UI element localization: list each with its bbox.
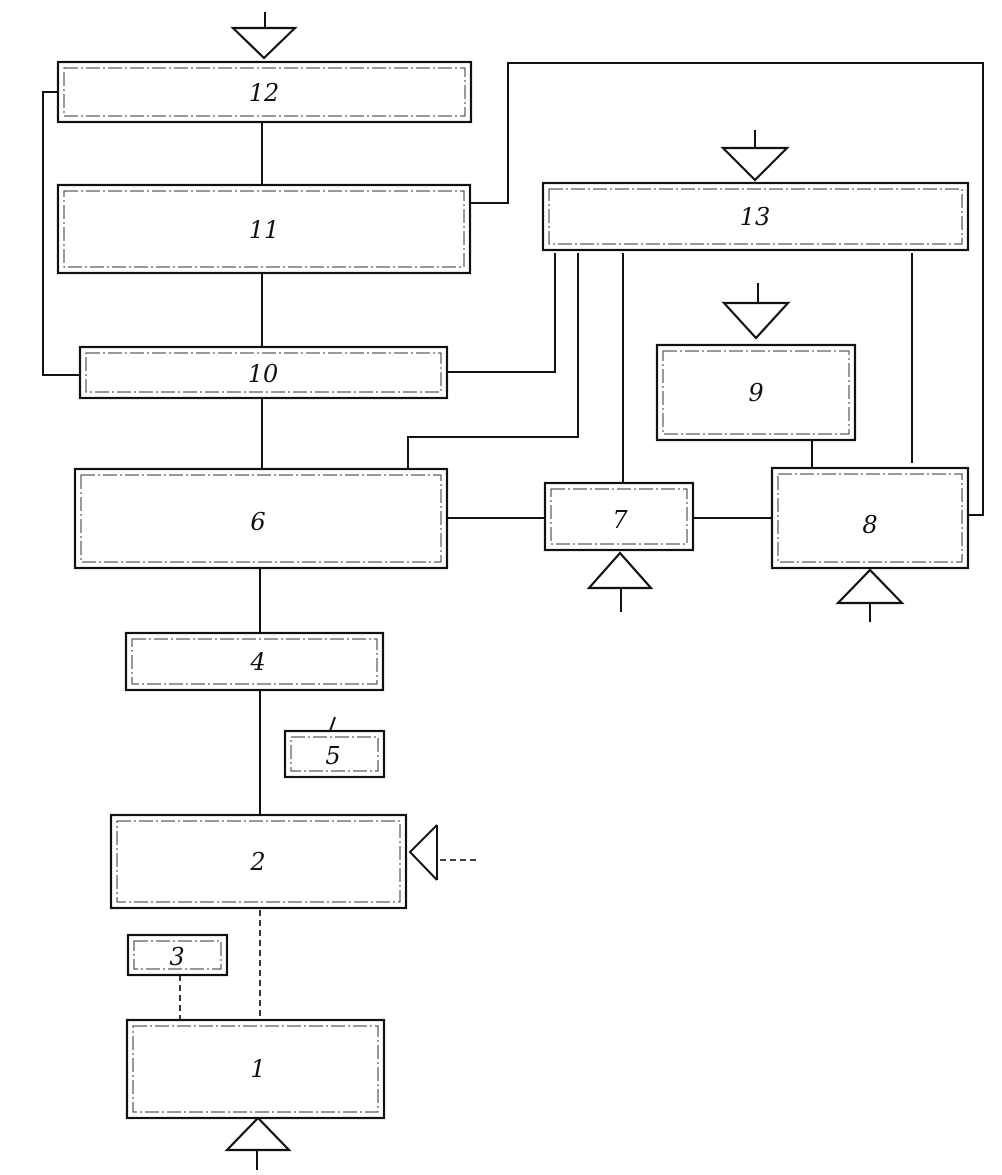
input-arrow-bottom-8 <box>835 568 905 605</box>
input-arrow-top-12 <box>230 26 298 60</box>
block-5-label: 5 <box>325 742 340 770</box>
block-5-inner <box>290 736 379 772</box>
input-arrow-bottom-1 <box>224 1116 292 1152</box>
block-1: 1 <box>125 1018 386 1120</box>
block-6: 6 <box>73 467 449 570</box>
wire-13-6 <box>407 253 579 473</box>
block-11-frame <box>56 183 472 275</box>
block-4: 4 <box>124 631 385 692</box>
block-9-label: 9 <box>748 379 763 407</box>
block-3-frame <box>126 933 229 977</box>
block-13-inner <box>548 188 963 245</box>
block-8-inner <box>777 473 963 563</box>
block-11-inner <box>63 190 465 268</box>
block-10-label: 10 <box>248 360 279 388</box>
block-12-frame <box>56 60 473 124</box>
block-4-label: 4 <box>249 648 265 676</box>
block-10: 10 <box>78 345 449 400</box>
block-7-inner <box>550 488 688 545</box>
block-2-frame <box>109 813 408 910</box>
wire-feedback-10-12 <box>42 91 80 376</box>
block-5: 5 <box>283 729 386 779</box>
block-12-inner <box>63 67 466 117</box>
block-8-label: 8 <box>862 511 877 539</box>
block-1-inner <box>132 1025 379 1113</box>
block-13: 13 <box>541 181 970 252</box>
block-1-frame <box>125 1018 386 1120</box>
block-13-label: 13 <box>740 203 771 231</box>
block-9-inner <box>662 350 850 435</box>
block-4-frame <box>124 631 385 692</box>
block-10-frame <box>78 345 449 400</box>
input-arrow-side-2 <box>408 824 438 881</box>
block-13-frame <box>541 181 970 252</box>
block-6-inner <box>80 474 442 563</box>
block-11: 11 <box>56 183 472 275</box>
block-4-inner <box>131 638 378 685</box>
block-8-frame <box>770 466 970 570</box>
block-12-label: 12 <box>249 79 280 107</box>
block-7-label: 7 <box>612 506 628 534</box>
block-2: 2 <box>109 813 408 910</box>
block-12: 12 <box>56 60 473 124</box>
input-arrow-bottom-7 <box>586 551 654 590</box>
block-7: 7 <box>543 481 695 552</box>
block-6-label: 6 <box>250 508 265 536</box>
wire-11-8-loop <box>470 62 984 516</box>
block-6-frame <box>73 467 449 570</box>
block-10-inner <box>85 352 442 393</box>
block-11-label: 11 <box>249 216 280 244</box>
block-9-frame <box>655 343 857 442</box>
block-7-frame <box>543 481 695 552</box>
input-arrow-top-9 <box>721 301 791 340</box>
wire-5-tick <box>329 716 336 732</box>
io-markers <box>224 26 905 1152</box>
input-arrow-top-13 <box>720 146 790 182</box>
block-5-frame <box>283 729 386 779</box>
wire-10-13 <box>448 253 556 373</box>
block-1-label: 1 <box>250 1055 265 1083</box>
block-8: 8 <box>770 466 970 570</box>
block-3-label: 3 <box>169 943 184 971</box>
block-3: 3 <box>126 933 229 977</box>
block-2-inner <box>116 820 401 903</box>
block-3-inner <box>133 940 222 970</box>
block-9: 9 <box>655 343 857 442</box>
block-2-label: 2 <box>249 848 265 876</box>
